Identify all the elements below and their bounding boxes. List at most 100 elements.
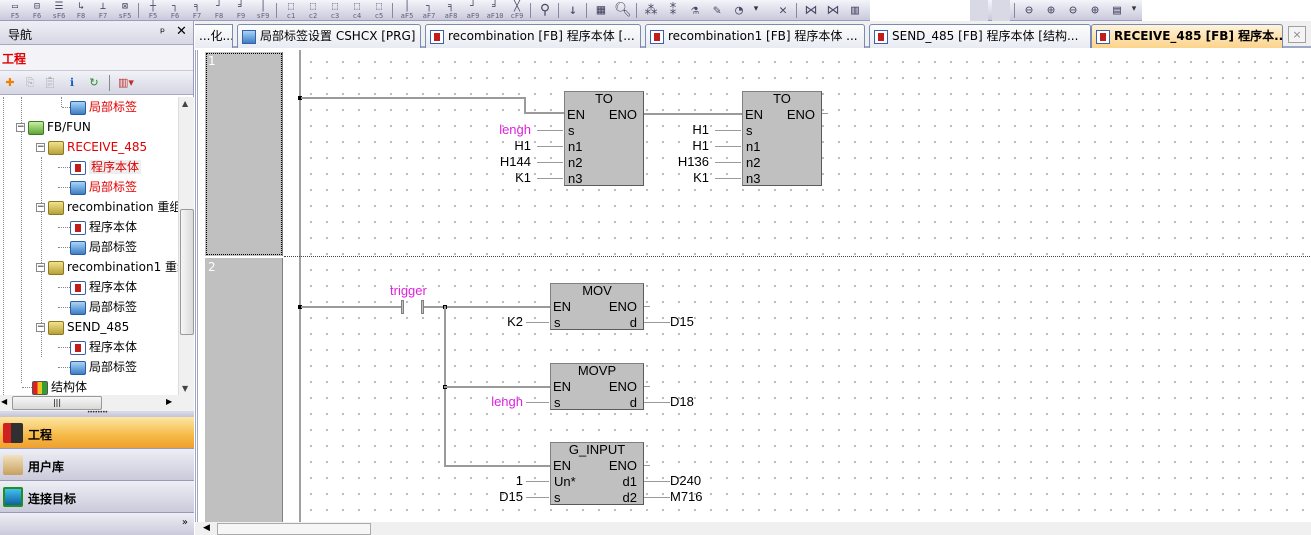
monitor-icon[interactable]: ⚗ (691, 3, 699, 18)
vertical-line-button[interactable]: ┐F6 (170, 1, 180, 20)
chevron-double-right-icon[interactable]: » (181, 517, 188, 528)
operand-d18[interactable]: D18 (670, 394, 694, 409)
operand-h144[interactable]: H144 (499, 154, 531, 169)
open-branch-button[interactable]: ☰sF6 (52, 1, 66, 20)
ladder-tool-2-icon[interactable]: ⁑ (669, 3, 677, 18)
toolbar-overflow-icon[interactable]: ▾ (753, 4, 759, 14)
device-list-icon[interactable]: ▦ (596, 2, 606, 18)
function-block-to-1[interactable]: TO EN ENO s n1 n2 n3 (564, 91, 644, 186)
panel-splitter[interactable]: •••••••• (0, 410, 194, 417)
r-c5-button[interactable]: ⬚c5 (374, 1, 384, 20)
tree-item-recombination[interactable]: −recombination 重组 (36, 200, 178, 215)
nav-panel-more[interactable]: » (0, 513, 194, 535)
tab-send-485[interactable]: SEND_485 [FB] 程序本体 [结构... (869, 24, 1091, 48)
tree-item-local-label[interactable]: 局部标签 (58, 297, 137, 317)
tree-item-program-body[interactable]: 程序本体 (58, 277, 137, 297)
rising-edge-button[interactable]: │aF5 (400, 1, 414, 20)
comment-edit-icon[interactable]: ⚲ (539, 2, 551, 18)
function-block-button[interactable]: ⊠sF5 (118, 1, 132, 20)
scrollbar-thumb[interactable] (180, 209, 194, 335)
vertical-delete-button[interactable]: │sF9 (256, 1, 270, 20)
stop-icon[interactable]: ▥ (851, 3, 859, 18)
close-contact-button[interactable]: ⊟F6 (32, 1, 42, 20)
operand-1[interactable]: 1 (515, 473, 523, 488)
collapse-icon[interactable]: − (36, 142, 45, 152)
nav-panel-connection[interactable]: 连接目标 (0, 481, 194, 513)
tree-item-receive-485[interactable]: −RECEIVE_485 (36, 140, 148, 155)
operand-k1[interactable]: K1 (515, 170, 531, 185)
refresh-icon[interactable]: ↻ (89, 76, 99, 89)
editor-horizontal-scrollbar[interactable]: ◀ (195, 522, 1311, 535)
scroll-left-icon[interactable]: ◀ (203, 523, 210, 533)
tree-item-local-label[interactable]: 局部标签 (58, 357, 137, 377)
coil-button[interactable]: ↳F8 (76, 1, 86, 20)
properties-icon[interactable]: ℹ (69, 76, 75, 89)
se-c3-button[interactable]: ⬚c3 (330, 1, 340, 20)
contact-no-trigger[interactable] (401, 300, 404, 314)
zoom-in-2-icon[interactable]: ⊕ (1091, 3, 1099, 18)
horizontal-line-button[interactable]: ┼F5 (148, 1, 158, 20)
sc-c2-button[interactable]: ⬚c2 (308, 1, 318, 20)
operand-h136[interactable]: H136 (677, 154, 709, 169)
zoom-out-2-icon[interactable]: ⊖ (1069, 3, 1077, 18)
falling-edge-button[interactable]: ┐aF7 (422, 1, 436, 20)
line-button-f8[interactable]: ┘F8 (214, 1, 224, 20)
tree-horizontal-scrollbar[interactable]: ◀ ||| ▶ (0, 395, 194, 411)
tree-item-program-body[interactable]: 程序本体 (58, 337, 137, 357)
scroll-up-icon[interactable]: ▲ (182, 99, 189, 108)
layout-icon[interactable]: ▤ (1113, 3, 1121, 18)
operand-h1[interactable]: H1 (514, 138, 531, 153)
new-item-icon[interactable]: ✚ (5, 76, 15, 89)
close-icon[interactable]: ✕ (176, 24, 187, 39)
function-block-g-input[interactable]: G_INPUT EN ENO Un* d1 s d2 (550, 442, 644, 505)
pulse-af9-button[interactable]: ┘aF9 (466, 1, 480, 20)
collapse-icon[interactable]: − (36, 262, 45, 272)
application-instruction-button[interactable]: ⊥F7 (98, 1, 108, 20)
sort-icon[interactable]: ↓ (568, 2, 578, 18)
operand-k2[interactable]: K2 (507, 314, 523, 329)
pulse-af8-button[interactable]: ╕aF8 (444, 1, 458, 20)
scroll-down-icon[interactable]: ▼ (182, 384, 189, 393)
operand-h1[interactable]: H1 (692, 122, 709, 137)
invert-cf9-button[interactable]: ╳cF9 (510, 1, 524, 20)
tree-item-program-body[interactable]: 程序本体 (58, 217, 137, 237)
tree-item-fb-fun[interactable]: −FB/FUN (16, 120, 91, 135)
function-block-to-2[interactable]: TO EN ENO s n1 n2 n3 (742, 91, 822, 186)
rung-number-1[interactable]: 1 (205, 52, 283, 256)
nav-panel-user-library[interactable]: 用户库 (0, 449, 194, 481)
close-tab-button[interactable]: × (1288, 26, 1306, 43)
operand-d15[interactable]: D15 (670, 314, 694, 329)
paste-icon[interactable]: 📋︎ (43, 76, 57, 89)
tab-local-label-cshcx[interactable]: 局部标签设置 CSHCX [PRG] (237, 24, 421, 48)
execute-icon[interactable]: ⋈ (804, 3, 818, 18)
toolbar-overflow-2-icon[interactable]: ▾ (1131, 4, 1137, 14)
function-block-mov[interactable]: MOV EN ENO s d (550, 283, 644, 330)
tab-recombination[interactable]: recombination [FB] 程序本体 [... (425, 24, 641, 48)
tree-item-program-body-selected[interactable]: 程序本体 (58, 157, 142, 177)
contact-label-trigger[interactable]: trigger (390, 283, 427, 298)
zoom-in-icon[interactable]: ⊕ (1047, 3, 1055, 18)
collapse-icon[interactable]: − (16, 122, 25, 132)
pause-icon[interactable]: ⋈ (826, 3, 840, 18)
display-filter-icon[interactable]: ▥▾ (118, 76, 134, 89)
pin-icon[interactable]: ᵖ (160, 25, 166, 39)
tree-item-local-label[interactable]: 局部标签 (58, 177, 137, 197)
operand-h1[interactable]: H1 (692, 138, 709, 153)
contact-no-trigger[interactable] (421, 300, 424, 314)
tree-item-recombination1[interactable]: −recombination1 重组 (36, 260, 178, 275)
tree-item-send-485[interactable]: −SEND_485 (36, 320, 130, 335)
collapse-icon[interactable]: − (36, 322, 45, 332)
search-device-icon[interactable]: 🔍︎ (614, 2, 632, 18)
pulse-af10-button[interactable]: ╛aF10 (486, 1, 504, 20)
operand-lengh[interactable]: lengh (491, 394, 523, 409)
ladder-editor[interactable]: 1 2 TO EN ENO s n1 n2 n3 lengh H1 H144 K… (195, 50, 1311, 522)
watch-icon[interactable]: ◔ (735, 3, 743, 18)
operand-lengh[interactable]: lengh (499, 122, 531, 137)
write-monitor-icon[interactable]: ✎ (713, 3, 721, 18)
step-execute-icon[interactable]: ✕ (779, 3, 787, 18)
tab-receive-485[interactable]: RECEIVE_485 [FB] 程序本... (1091, 24, 1283, 48)
function-block-movp[interactable]: MOVP EN ENO s d (550, 363, 644, 410)
ladder-tool-1-icon[interactable]: ⁂ (644, 3, 658, 18)
operand-k1[interactable]: K1 (693, 170, 709, 185)
st-c4-button[interactable]: ⬚c4 (352, 1, 362, 20)
